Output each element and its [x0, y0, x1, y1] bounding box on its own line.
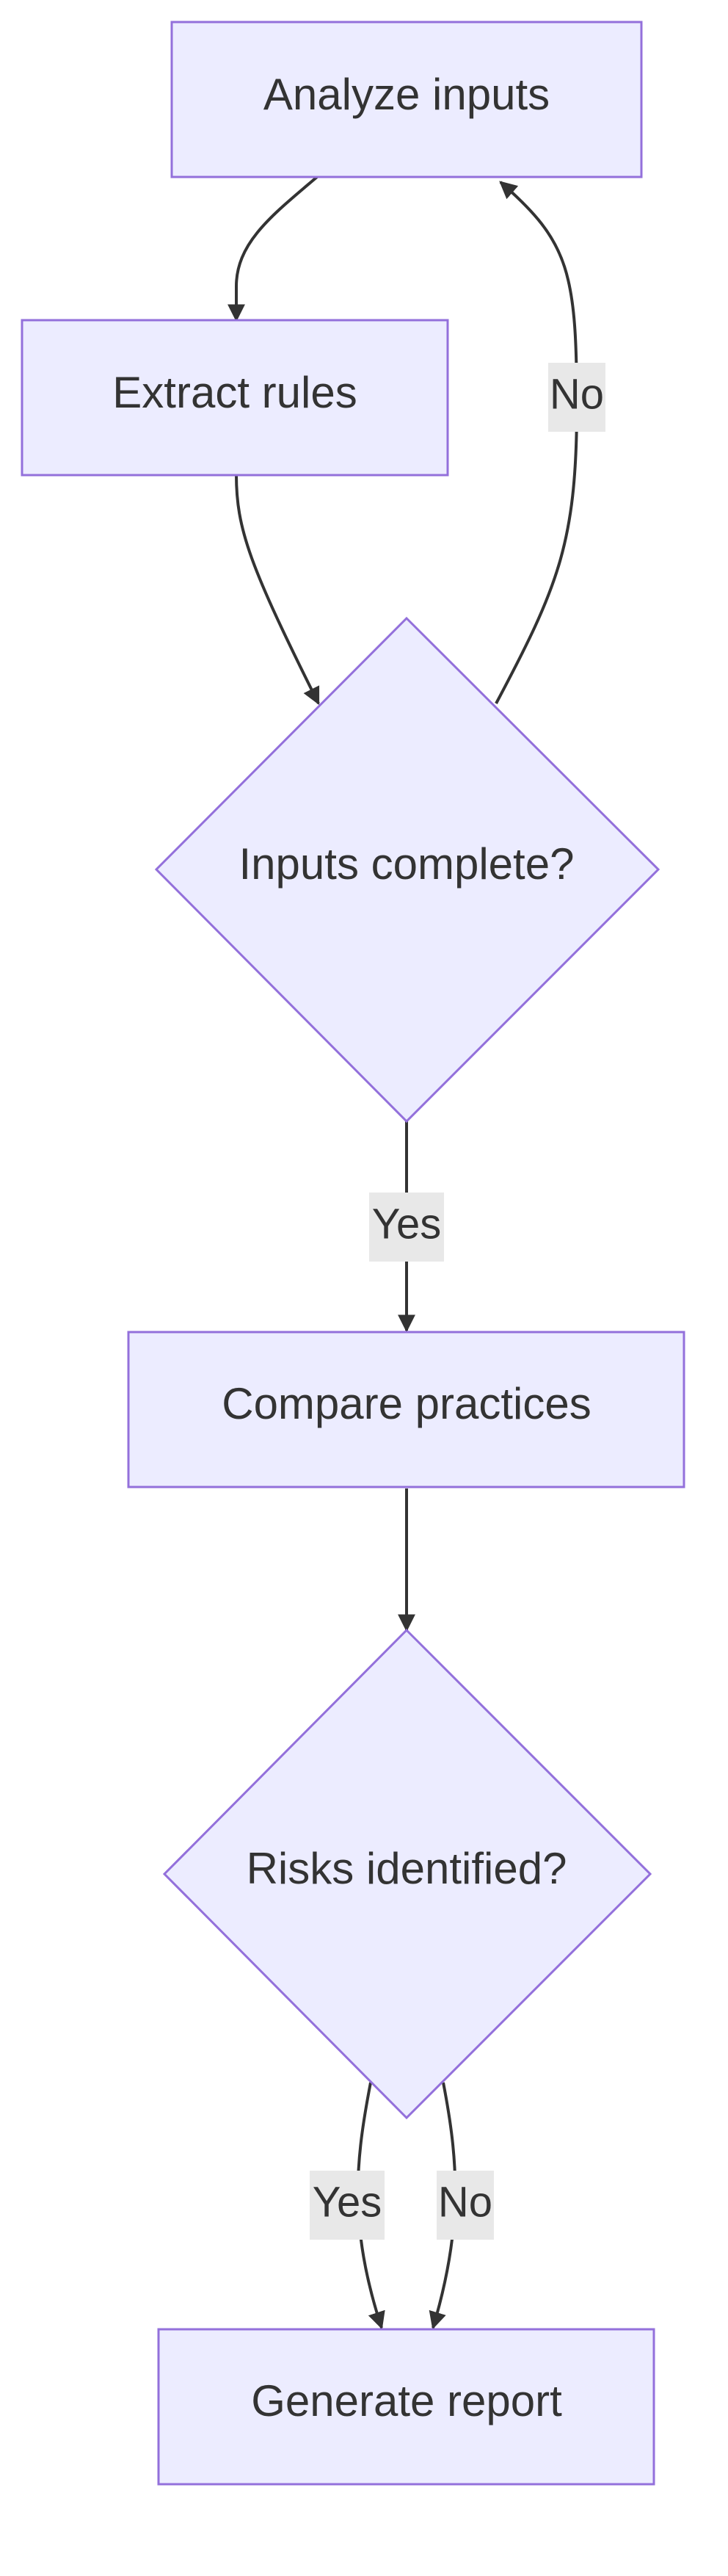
edge-label-text: No	[550, 370, 604, 418]
node-label: Analyze inputs	[263, 70, 550, 119]
node-label: Compare practices	[222, 1379, 592, 1428]
edge-label-text: No	[438, 2178, 492, 2226]
node-generate-report: Generate report	[157, 2328, 655, 2486]
node-analyze-inputs: Analyze inputs	[170, 21, 643, 178]
edge-label-yes-report: Yes	[310, 2171, 385, 2240]
node-box	[157, 2328, 655, 2486]
decision-diamond	[154, 616, 660, 1124]
node-label: Generate report	[251, 2376, 562, 2425]
edge-label-no-loop: No	[548, 363, 605, 432]
edge-label-background	[437, 2171, 494, 2240]
node-label: Risks identified?	[247, 1844, 567, 1893]
node-inputs-complete-decision: Inputs complete?	[154, 616, 660, 1124]
edge-analyze-to-extract	[228, 176, 318, 322]
node-label: Extract rules	[112, 368, 357, 417]
edge-label-yes-compare: Yes	[369, 1193, 444, 1262]
node-box	[21, 319, 449, 477]
node-risks-identified-decision: Risks identified?	[162, 1628, 652, 2120]
edge-label-background	[369, 1193, 444, 1262]
node-label: Inputs complete?	[239, 839, 575, 889]
node-box	[170, 21, 643, 178]
edge-label-background	[548, 363, 605, 432]
edge-label-text: Yes	[313, 2178, 382, 2226]
decision-diamond	[162, 1628, 652, 2120]
edge-inputs-complete-to-analyze-no	[495, 181, 579, 704]
edge-label-no-report: No	[437, 2171, 494, 2240]
edge-extract-to-inputs-complete	[235, 474, 320, 706]
edge-label-text: Yes	[372, 1200, 442, 1248]
node-box	[127, 1331, 685, 1488]
node-compare-practices: Compare practices	[127, 1331, 685, 1488]
edge-label-background	[310, 2171, 385, 2240]
node-extract-rules: Extract rules	[21, 319, 449, 477]
